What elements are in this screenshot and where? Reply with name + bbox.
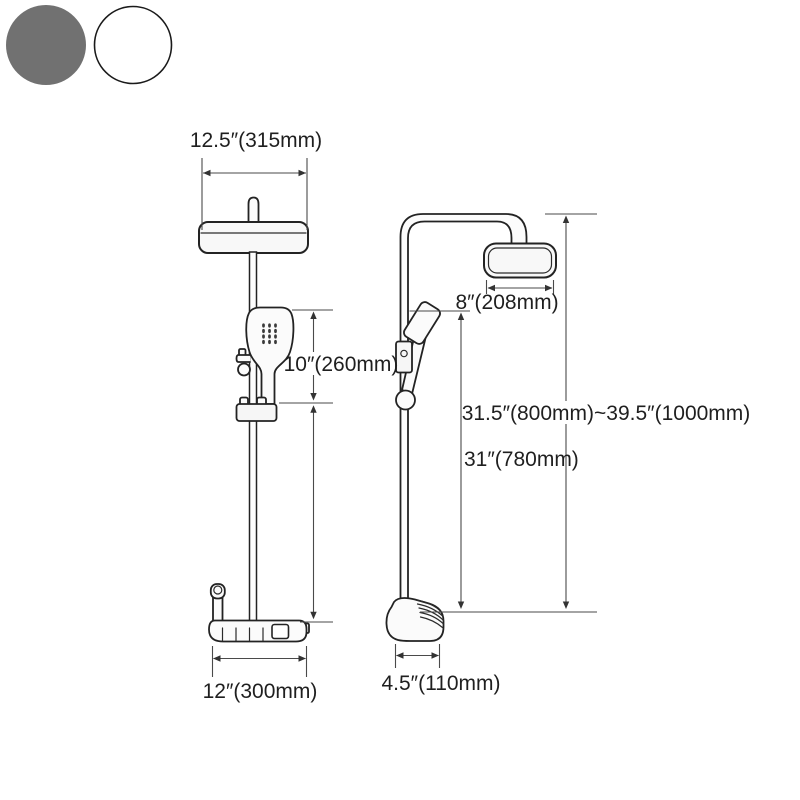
bracket-screw (400, 349, 408, 358)
wall-hook (235, 348, 251, 377)
slider-bracket-front (235, 396, 278, 422)
diverter-stem (212, 595, 224, 623)
color-swatch-gray[interactable] (6, 5, 86, 85)
dim-side-total-height: 31.5″(800mm)~39.5″(1000mm) (420, 213, 751, 613)
top-pipe-stub (247, 196, 260, 225)
color-swatch-white[interactable] (93, 5, 173, 85)
dim-front-handheld-height: 10″(260mm) (279, 309, 399, 404)
side-total-height-label: 31.5″(800mm)~39.5″(1000mm) (462, 402, 751, 425)
shelf-front (208, 619, 310, 643)
base-body (385, 597, 445, 642)
dim-front-shelf-width: 12″(300mm) (203, 646, 318, 703)
base-grooves (415, 599, 444, 629)
dim-side-head-width: 8″(208mm) (455, 280, 559, 314)
front-view-drawing (198, 196, 310, 643)
side-view-drawing (385, 213, 557, 642)
shelf-body (208, 619, 308, 643)
hand-shower-side (395, 301, 441, 411)
rain-head-inner-rim (487, 247, 553, 274)
hand-shower-head (403, 301, 441, 345)
color-options (6, 5, 173, 85)
wall-base-side (385, 597, 445, 642)
rain-shower-head-front (198, 221, 309, 254)
hose-connector-ball (395, 389, 416, 411)
dim-front-lower-unlabeled (300, 405, 333, 623)
front-handheld-height-label: 10″(260mm) (284, 353, 399, 376)
front-shelf-width-label: 12″(300mm) (203, 680, 318, 703)
bracket-body (235, 403, 278, 422)
shelf-square-button (271, 623, 290, 640)
rain-shower-head-side (483, 242, 557, 279)
side-head-width-label: 8″(208mm) (455, 291, 558, 314)
dim-side-base-depth: 4.5″(110mm) (381, 644, 501, 695)
front-width-label: 12.5″(315mm) (190, 129, 322, 152)
spray-holes (262, 323, 277, 345)
diverter-knob (209, 583, 226, 623)
hook-knob (237, 362, 251, 377)
side-base-depth-label: 4.5″(110mm) (381, 672, 500, 695)
side-bar-height-label: 31″(780mm) (464, 448, 579, 471)
dim-front-width: 12.5″(315mm) (190, 129, 322, 230)
diverter-cap-ring (213, 585, 223, 595)
dim-side-bar-height: 31″(780mm) (409, 310, 579, 609)
hook-arm (235, 354, 251, 363)
shelf-button-dividers (221, 627, 264, 642)
hand-shower-front (245, 306, 295, 405)
